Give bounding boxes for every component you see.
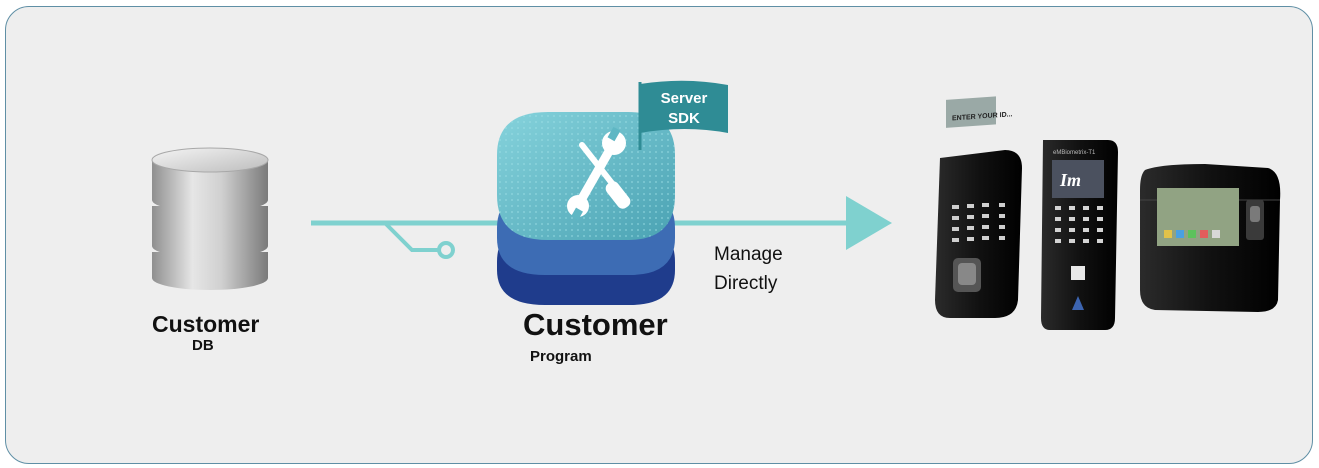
customer-program-title: Customer <box>523 307 668 342</box>
connector-node-icon <box>437 241 455 259</box>
device-lcd-screen <box>946 96 996 128</box>
arrow-head-icon <box>846 196 892 250</box>
device-tall-terminal: eMBiometrix-T1 Im <box>1041 140 1118 330</box>
connector-line <box>311 220 500 259</box>
customer-db-title: Customer <box>152 311 260 337</box>
manage-directly-label: Manage Directly <box>714 240 783 298</box>
customer-program-subtitle: Program <box>530 348 592 365</box>
device-logo-icon: Im <box>1059 170 1081 190</box>
device-wall-terminal <box>1140 164 1281 312</box>
touchscreen-app-icons <box>1164 230 1220 238</box>
database-icon <box>151 147 269 290</box>
keypad-icon <box>1055 206 1103 243</box>
brand-triangle-icon <box>1072 296 1084 310</box>
customer-db-subtitle: DB <box>192 337 214 354</box>
manage-directly-label-line1: Manage <box>714 244 783 265</box>
server-sdk-flag: Server SDK <box>638 80 728 150</box>
wrench-icon <box>567 126 626 221</box>
keypad-icon <box>952 203 1005 242</box>
sensor-window-icon <box>1071 266 1085 280</box>
server-sdk-flag-line2: SDK <box>668 110 700 127</box>
manage-directly-arrow <box>670 196 892 250</box>
device-keypad-reader: ENTER YOUR ID... <box>935 96 1022 318</box>
customer-program-icon <box>497 112 675 305</box>
manage-directly-label-line2: Directly <box>714 273 778 294</box>
server-sdk-flag-line1: Server <box>661 90 708 107</box>
device-brand-text: eMBiometrix-T1 <box>1053 150 1096 156</box>
device-screen-text: ENTER YOUR ID... <box>952 111 1013 122</box>
